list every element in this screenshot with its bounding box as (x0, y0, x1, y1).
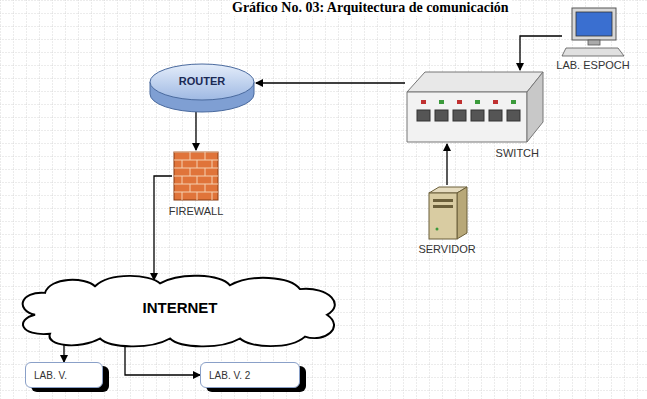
node-label: INTERNET (143, 299, 218, 316)
router-icon (148, 62, 256, 112)
connector-arrow (446, 144, 447, 185)
node-label: SWITCH (496, 147, 539, 159)
lab-box: LAB. V. (25, 362, 103, 388)
router-node: ROUTER (148, 62, 256, 112)
connector-arrow (195, 112, 196, 150)
node-label: LAB. V. (34, 370, 67, 381)
sw-icon (405, 70, 545, 144)
node-label: ROUTER (179, 75, 225, 87)
node-label: FIREWALL (169, 205, 224, 217)
switch-node: SWITCH (405, 70, 545, 144)
connector-arrow (63, 344, 64, 362)
node-label: LAB. ESPOCH (556, 59, 629, 71)
connector-arrow (125, 345, 200, 375)
server-icon (425, 185, 469, 240)
firewall-node: FIREWALL (172, 150, 220, 202)
internet-cloud: INTERNET (15, 272, 345, 348)
diagram-title: Gráfico No. 03: Arquitectura de comunica… (230, 0, 511, 16)
computer-node: LAB. ESPOCH (562, 6, 624, 56)
server-node: SERVIDOR (425, 185, 469, 240)
connector-arrow (520, 36, 562, 70)
node-label: SERVIDOR (418, 243, 475, 255)
node-label: LAB. V. 2 (209, 370, 250, 381)
connector-arrow (256, 82, 405, 83)
connector-arrow (154, 176, 172, 280)
fw-icon (172, 150, 220, 202)
lab-box: LAB. V. 2 (200, 362, 300, 388)
pc-icon (562, 6, 624, 56)
